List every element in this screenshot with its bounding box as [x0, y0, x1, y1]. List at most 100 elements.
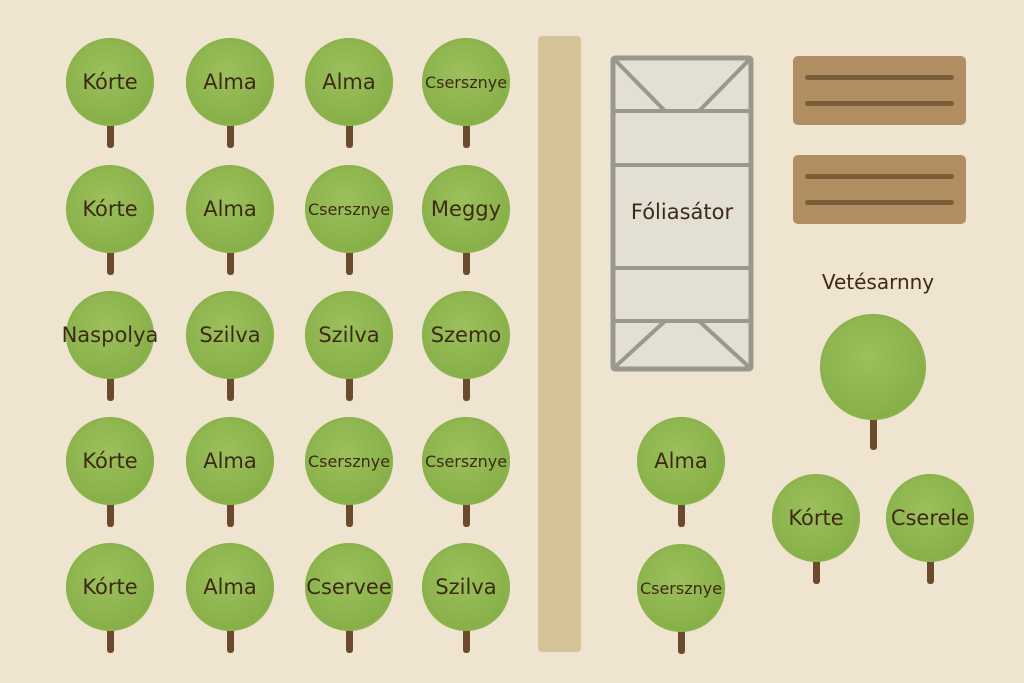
tree: Kórte	[66, 165, 154, 275]
bed-row	[805, 101, 954, 106]
tree-crown: Csersznye	[422, 38, 510, 126]
tree: Alma	[637, 417, 725, 527]
tree: Alma	[305, 38, 393, 148]
tree-trunk	[869, 410, 877, 450]
tree: Szilva	[186, 291, 274, 401]
tree-trunk	[226, 621, 234, 653]
tree-trunk	[106, 495, 114, 527]
tree-label: Naspolya	[61, 323, 159, 347]
tree: Csersznye	[305, 417, 393, 527]
greenhouse: Fóliasátor	[610, 55, 754, 372]
tree-label: Alma	[203, 575, 257, 599]
tree-trunk	[812, 552, 820, 584]
tree-label: Kórte	[82, 575, 138, 599]
tree-crown: Alma	[186, 165, 274, 253]
tree: Csersznye	[422, 38, 510, 148]
tree-trunk	[345, 369, 353, 401]
tree-trunk	[462, 621, 470, 653]
tree: Kórte	[66, 543, 154, 653]
tree-crown: Csersznye	[305, 165, 393, 253]
tree: Szemo	[422, 291, 510, 401]
tree: Szilva	[305, 291, 393, 401]
tree-label: Alma	[654, 449, 708, 473]
tree-label: Meggy	[430, 197, 502, 221]
tree-crown: Kórte	[772, 474, 860, 562]
tree-label: Alma	[203, 449, 257, 473]
tree-crown: Szilva	[186, 291, 274, 379]
tree: Alma	[186, 38, 274, 148]
tree-crown: Csersznye	[637, 544, 725, 632]
tree-trunk	[345, 495, 353, 527]
tree-crown: Szilva	[422, 543, 510, 631]
bed-row	[805, 200, 954, 205]
tree-trunk	[926, 552, 934, 584]
tree-crown: Kórte	[66, 417, 154, 505]
tree-label: Csersznye	[307, 451, 391, 471]
tree-crown: Alma	[305, 38, 393, 126]
greenhouse-frame-icon	[610, 55, 754, 372]
tree-crown: Naspolya	[62, 291, 158, 379]
tree-crown: Alma	[186, 417, 274, 505]
tree: Meggy	[422, 165, 510, 275]
tree-label: Kórte	[82, 70, 138, 94]
tree-label: Szilva	[435, 575, 497, 599]
tree-crown: Meggy	[422, 165, 510, 253]
tree-crown	[820, 314, 926, 420]
tree-crown: Alma	[186, 543, 274, 631]
tree: Cservee	[305, 543, 393, 653]
tree: Naspolya	[62, 291, 158, 401]
tree-label: Csersznye	[424, 72, 508, 92]
tree: Csersznye	[422, 417, 510, 527]
tree-label: Cservee	[306, 575, 392, 599]
tree-crown: Alma	[186, 38, 274, 126]
tree-label: Alma	[203, 197, 257, 221]
seed-shed-label: Vetésarnny	[821, 270, 935, 294]
tree-trunk	[462, 243, 470, 275]
tree	[820, 314, 926, 450]
tree-crown: Alma	[637, 417, 725, 505]
tree-crown: Cservee	[305, 543, 393, 631]
tree-crown: Kórte	[66, 38, 154, 126]
tree: Kórte	[66, 417, 154, 527]
tree-trunk	[106, 243, 114, 275]
tree-trunk	[345, 116, 353, 148]
tree-trunk	[226, 243, 234, 275]
tree-crown: Cserele	[886, 474, 974, 562]
tree-trunk	[462, 495, 470, 527]
tree: Alma	[186, 417, 274, 527]
bed-row	[805, 174, 954, 179]
tree: Cserele	[886, 474, 974, 584]
raised-bed	[793, 155, 966, 224]
tree-label: Cserele	[890, 506, 970, 530]
tree-label: Kórte	[788, 506, 844, 530]
tree-crown: Kórte	[66, 165, 154, 253]
tree-trunk	[106, 621, 114, 653]
tree: Alma	[186, 543, 274, 653]
tree-trunk	[462, 116, 470, 148]
tree-label: Csersznye	[307, 199, 391, 219]
tree-label: Alma	[322, 70, 376, 94]
tree: Szilva	[422, 543, 510, 653]
tree-label: Szemo	[430, 323, 502, 347]
tree-trunk	[677, 495, 685, 527]
tree-crown: Szilva	[305, 291, 393, 379]
tree-trunk	[345, 243, 353, 275]
tree-crown: Szemo	[422, 291, 510, 379]
tree-trunk	[677, 622, 685, 654]
tree-trunk	[226, 369, 234, 401]
tree-crown: Csersznye	[422, 417, 510, 505]
garden-path	[538, 36, 581, 652]
tree: Csersznye	[305, 165, 393, 275]
tree-trunk	[226, 495, 234, 527]
tree: Alma	[186, 165, 274, 275]
tree: Kórte	[66, 38, 154, 148]
tree-trunk	[226, 116, 234, 148]
tree: Csersznye	[637, 544, 725, 654]
tree-trunk	[462, 369, 470, 401]
tree-label: Alma	[203, 70, 257, 94]
tree-label: Kórte	[82, 197, 138, 221]
greenhouse-label: Fóliasátor	[630, 200, 734, 224]
tree-label: Csersznye	[424, 451, 508, 471]
tree-crown: Csersznye	[305, 417, 393, 505]
raised-bed	[793, 56, 966, 125]
